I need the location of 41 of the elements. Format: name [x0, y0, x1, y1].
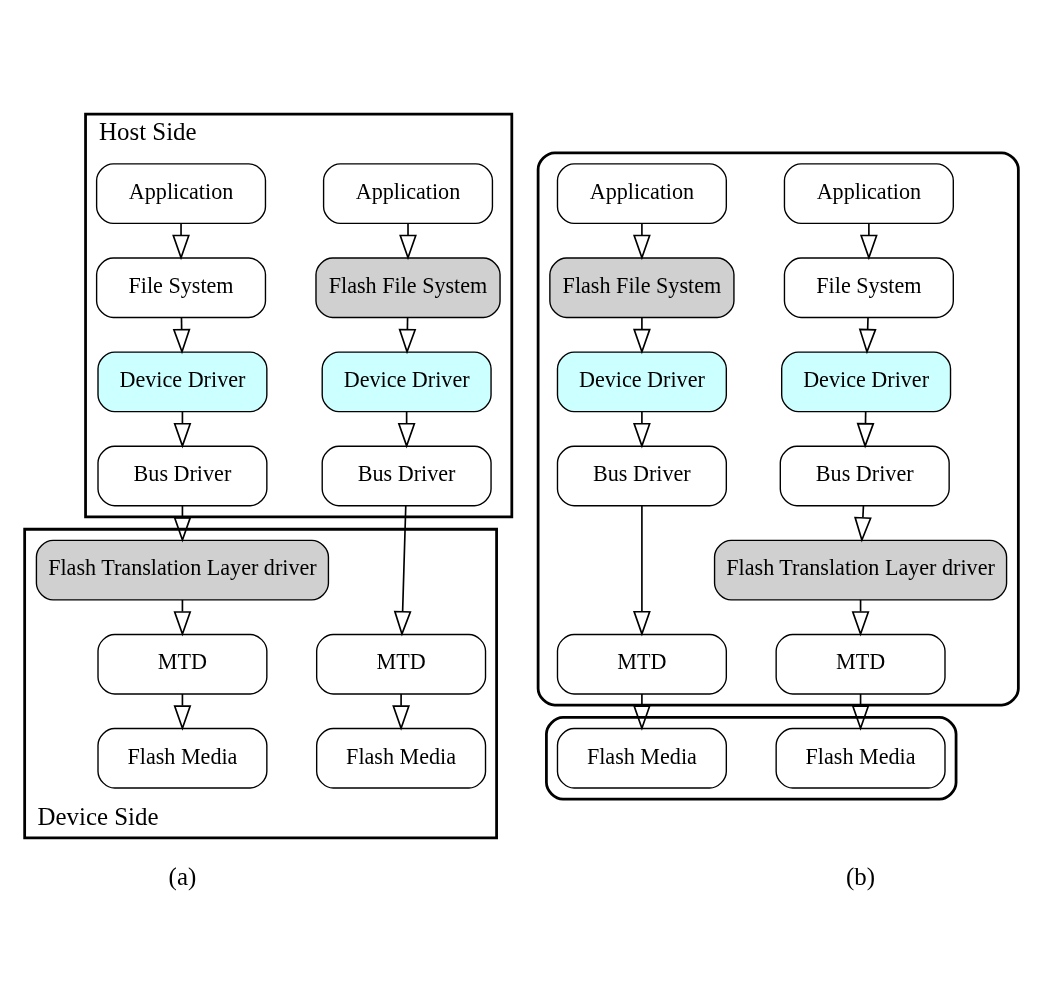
node-box: File System — [95, 256, 267, 318]
node-box: MTD — [97, 633, 268, 695]
node-box: Flash File System — [549, 256, 735, 318]
node-box: Flash File System — [315, 256, 501, 318]
node-box: Application — [783, 162, 954, 224]
node-box: Device Driver — [321, 350, 492, 412]
node-box: Application — [322, 162, 494, 224]
label: (a) — [168, 862, 197, 890]
node-box: Bus Driver — [779, 445, 950, 506]
cluster — [545, 715, 958, 800]
node-box: MTD — [556, 633, 728, 695]
arrow — [633, 504, 651, 636]
arrow — [858, 316, 877, 354]
arrow — [393, 504, 412, 636]
arrow — [633, 692, 651, 731]
node-box: Device Driver — [781, 350, 952, 412]
arrow — [172, 222, 190, 260]
arrow — [633, 222, 651, 260]
node-box: Bus Driver — [321, 445, 492, 506]
node-box: MTD — [775, 633, 946, 695]
arrow — [399, 222, 417, 260]
node-box: Device Driver — [556, 350, 728, 412]
node-box: File System — [783, 256, 954, 318]
node-box: Flash Media — [556, 727, 728, 789]
arrow — [859, 222, 878, 260]
node-box: Device Driver — [97, 350, 268, 412]
arrow — [633, 316, 651, 354]
label: (b) — [846, 862, 876, 890]
node-box: MTD — [316, 633, 487, 695]
arrow — [854, 504, 872, 542]
arrow — [392, 692, 410, 731]
node-box: Application — [95, 162, 267, 224]
node-box: Flash Media — [316, 727, 487, 789]
node-box: Flash Translation Layer driver — [35, 539, 330, 601]
node-box: Application — [556, 162, 728, 224]
node-box: Flash Translation Layer driver — [713, 539, 1008, 601]
node-box: Bus Driver — [97, 445, 268, 506]
arrow — [633, 410, 651, 448]
node-box: Flash Media — [97, 727, 268, 789]
node-box: Flash Media — [775, 727, 946, 789]
node-box: Bus Driver — [556, 445, 728, 506]
